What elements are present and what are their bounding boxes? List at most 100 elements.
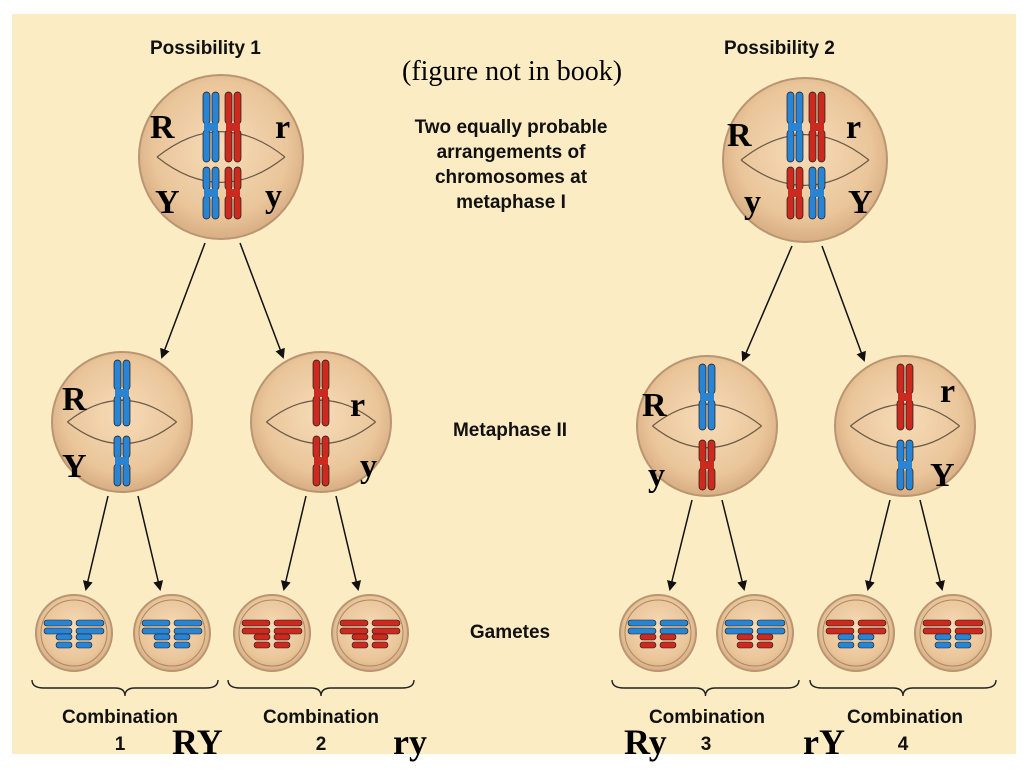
metaphase-ii-cell-1-membrane — [51, 351, 193, 493]
brace-combination-2 — [227, 679, 415, 697]
metaphase-i-line-4: metaphase I — [456, 192, 566, 213]
gamete-cell-5-membrane — [619, 594, 697, 672]
metaphase-i-cell-possibility-1-membrane — [138, 74, 304, 240]
gamete-5-chromosome-short — [639, 633, 677, 649]
gamete-4-chromosome-short — [351, 633, 389, 649]
allele-label-m2-2-y: y — [360, 448, 377, 485]
arrow-mii2-to-gamete4 — [335, 495, 362, 591]
combination-3-genotype: Ry — [624, 722, 667, 762]
arrow-mii1-to-gamete2 — [137, 495, 164, 591]
gamete-5-chromosome-long — [627, 619, 689, 635]
arrow-mi2-to-mii4 — [821, 245, 866, 362]
combination-4: Combination 4 rY — [803, 707, 963, 762]
metaphase-i-line-3: chromosomes at — [435, 167, 588, 188]
gamete-cell-6-membrane — [716, 594, 794, 672]
metaphase-ii-cell-1-chromosome-lower — [113, 435, 131, 487]
allele-label-p1-r: r — [275, 109, 290, 146]
gamete-cell-2 — [133, 594, 211, 672]
combination-1-number: 1 — [115, 734, 126, 755]
gamete-cell-2-inner-ring — [138, 599, 206, 667]
metaphase-ii-cell-1-spindle-lower — [67, 421, 177, 445]
braces-layer — [31, 679, 997, 697]
allele-label-p1-R: R — [150, 109, 175, 146]
combination-4-genotype: rY — [803, 722, 845, 762]
allele-label-p2-y: y — [744, 184, 761, 221]
gamete-cell-8-inner-ring — [919, 599, 987, 667]
chromosome-y-red — [224, 166, 242, 220]
gamete-3-chromosome-short — [253, 633, 291, 649]
arrow-mi1-to-mii2 — [239, 242, 285, 359]
allele-label-p1-Y: Y — [155, 184, 180, 221]
metaphase-i-cell-possibility-2-spindle-upper — [740, 134, 870, 161]
gamete-7-chromosome-long — [825, 619, 887, 635]
gamete-cell-1-inner-ring — [40, 599, 108, 667]
metaphase-ii-cell-3-spindle-lower — [652, 425, 762, 449]
allele-label-p2-r: r — [846, 109, 861, 146]
chromosome-Y-blue — [202, 166, 220, 220]
gamete-2-chromosome-long — [141, 619, 203, 635]
cells-layer — [35, 74, 992, 672]
metaphase-ii-cell-1-spindle-upper — [67, 399, 177, 423]
gamete-2-chromosome-short — [153, 633, 191, 649]
figure-note: (figure not in book) — [402, 56, 622, 87]
gamete-1-chromosome-long — [43, 619, 105, 635]
possibility-2-heading: Possibility 2 — [724, 38, 835, 59]
metaphase-i-cell-possibility-2 — [722, 77, 888, 243]
metaphase-ii-cell-3-spindle-upper — [652, 403, 762, 427]
gamete-cell-4-inner-ring — [336, 599, 404, 667]
gamete-8-chromosome-long — [922, 619, 984, 635]
gamete-cell-3-inner-ring — [238, 599, 306, 667]
metaphase-ii-cell-4-membrane — [834, 355, 976, 497]
metaphase-i-cell-possibility-1-spindle-upper — [156, 131, 286, 158]
metaphase-ii-cell-3 — [636, 355, 778, 497]
gamete-4-chromosome-long — [339, 619, 401, 635]
arrow-mii3-to-gamete5 — [667, 499, 693, 591]
possibility-1-heading: Possibility 1 — [150, 38, 261, 59]
combination-2: Combination 2 ry — [263, 707, 427, 762]
allele-label-m2-3-y: y — [648, 457, 665, 494]
metaphase-ii-label: Metaphase II — [453, 420, 567, 441]
combination-4-label: Combination — [847, 707, 963, 728]
gamete-cell-7 — [817, 594, 895, 672]
gamete-cell-8 — [914, 594, 992, 672]
arrow-mii1-to-gamete1 — [82, 495, 109, 591]
chromosome-R-blue — [202, 91, 220, 163]
brace-combination-3 — [611, 679, 800, 697]
metaphase-i-cell-possibility-2-spindle-lower — [740, 159, 870, 186]
allele-label-m2-4-r: r — [940, 373, 955, 410]
chromosome-Y-blue — [808, 166, 826, 220]
metaphase-ii-cell-2-chromosome-upper — [312, 359, 330, 427]
gamete-cell-6-inner-ring — [721, 599, 789, 667]
metaphase-ii-cell-4-spindle-lower — [850, 425, 960, 449]
gamete-cell-6 — [716, 594, 794, 672]
allele-label-p2-Y: Y — [848, 184, 873, 221]
metaphase-ii-cell-4-chromosome-lower — [896, 439, 914, 491]
metaphase-ii-cell-3-chromosome-lower — [698, 439, 716, 491]
combination-2-label: Combination — [263, 707, 379, 728]
gamete-cell-8-membrane — [914, 594, 992, 672]
combination-4-number: 4 — [898, 734, 909, 755]
gamete-cell-7-membrane — [817, 594, 895, 672]
metaphase-ii-cell-4-spindle-upper — [850, 403, 960, 427]
metaphase-ii-cell-4-chromosome-upper — [896, 363, 914, 431]
metaphase-ii-cell-4 — [834, 355, 976, 497]
chromosome-r-red — [808, 91, 826, 163]
arrows-layer — [82, 242, 945, 591]
arrow-mii4-to-gamete8 — [919, 499, 945, 591]
arrow-mii2-to-gamete3 — [280, 495, 307, 591]
combination-3-number: 3 — [701, 734, 712, 755]
gamete-cell-3-membrane — [233, 594, 311, 672]
combination-1-genotype: RY — [172, 722, 223, 762]
gamete-8-chromosome-short — [934, 633, 972, 649]
allele-label-m2-2-r: r — [350, 387, 365, 424]
metaphase-ii-cell-1-chromosome-upper — [113, 359, 131, 427]
metaphase-i-cell-possibility-1 — [138, 74, 304, 240]
chromosome-r-red — [224, 91, 242, 163]
arrow-mii3-to-gamete6 — [721, 499, 747, 591]
metaphase-i-line-2: arrangements of — [437, 142, 587, 163]
metaphase-ii-cell-3-membrane — [636, 355, 778, 497]
gamete-7-chromosome-short — [837, 633, 875, 649]
gamete-cell-4 — [331, 594, 409, 672]
metaphase-ii-cell-2-spindle-upper — [266, 399, 376, 423]
